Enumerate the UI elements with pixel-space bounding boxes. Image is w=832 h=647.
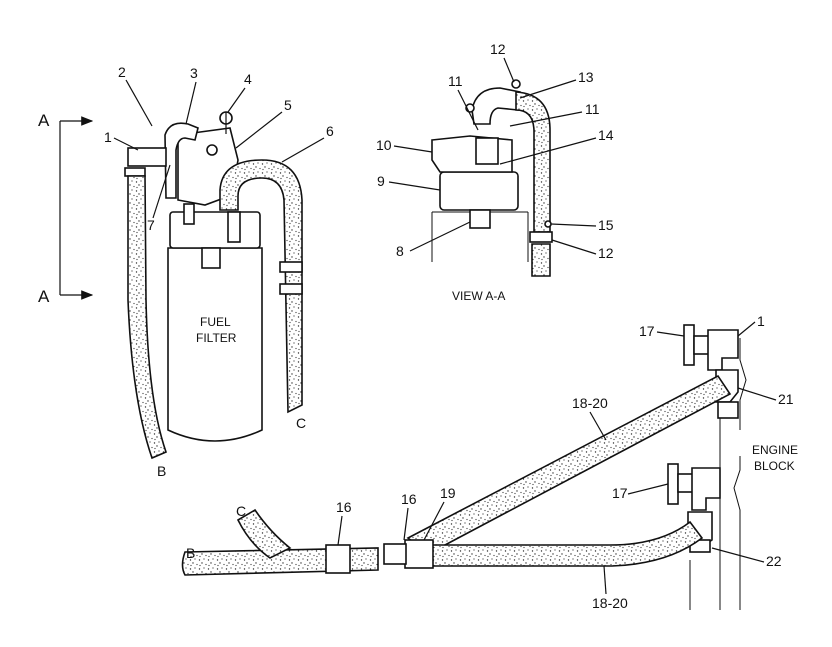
- section-caption: VIEW A-A: [452, 289, 505, 303]
- connector-19: [404, 539, 434, 569]
- callout-1: 1: [104, 129, 112, 145]
- hose-routing-view: ENGINE BLOCK B C: [181, 324, 798, 610]
- view-marker-top: A: [38, 111, 94, 130]
- callout-14: 14: [598, 127, 614, 143]
- engine-block-edge: [733, 338, 747, 610]
- filter-drain-plug: [201, 247, 221, 269]
- callout-17-lower: 17: [612, 485, 628, 501]
- fuel-filter-assembly: FUEL FILTER B C: [124, 111, 306, 479]
- filter-bowl-9: [439, 171, 519, 211]
- drain-fitting-8: [469, 209, 491, 229]
- callout-6: 6: [326, 123, 334, 139]
- callout-8: 8: [396, 243, 404, 259]
- section-callouts: 12 13 11 11 10 14 9 8 15 12: [376, 41, 614, 261]
- bottom-callouts: 17 1 21 18-20 17 22 16 19 16 18-20: [336, 313, 794, 611]
- callout-16-right: 16: [401, 491, 417, 507]
- fitting-14: [475, 137, 499, 165]
- view-marker-bottom-letter: A: [38, 287, 50, 306]
- filter-head-10: [431, 135, 513, 173]
- callout-17-upper: 17: [639, 323, 655, 339]
- hose-end-b-bottom: B: [186, 545, 195, 561]
- valve-body-upper: [707, 329, 739, 371]
- hose-end-section: [531, 243, 551, 277]
- callout-19: 19: [440, 485, 456, 501]
- callout-1-bottom: 1: [757, 313, 765, 329]
- head-fitting-left: [183, 203, 195, 225]
- valve-body-lower: [691, 467, 721, 511]
- tee-nut-21: [717, 401, 739, 419]
- shutoff-valve-1: [127, 147, 167, 167]
- hose-end-b: B: [157, 463, 166, 479]
- left-callouts: 1 2 3 4 5 6 7: [104, 64, 334, 233]
- fuel-filter-label-2: FILTER: [196, 331, 237, 345]
- elbow-13: [471, 87, 521, 125]
- hose-c: [219, 159, 303, 414]
- callout-16-left: 16: [336, 499, 352, 515]
- clamp-16-right: [383, 543, 407, 565]
- hose-18-20-lower: [421, 520, 704, 567]
- callout-12-top: 12: [490, 41, 506, 57]
- callout-10: 10: [376, 137, 392, 153]
- fuel-filter-canister: [167, 247, 263, 442]
- head-fitting-right: [227, 211, 241, 243]
- callout-21: 21: [778, 391, 794, 407]
- hose-end-c-bottom: C: [236, 503, 246, 519]
- callout-11-right: 11: [585, 101, 600, 117]
- callout-18-20-upper: 18-20: [572, 395, 608, 411]
- elbow-fitting-3: [164, 122, 199, 199]
- fuel-filter-label-1: FUEL: [200, 315, 231, 329]
- callout-22: 22: [766, 553, 782, 569]
- callout-18-20-lower: 18-20: [592, 595, 628, 611]
- hose-clamp-upper: [279, 261, 303, 273]
- view-marker-top-letter: A: [38, 111, 50, 130]
- callout-11-left: 11: [448, 73, 463, 89]
- valve-handle-17-upper: [683, 324, 695, 366]
- callout-9: 9: [377, 173, 385, 189]
- screw-15: [544, 220, 552, 228]
- hose-b: [127, 175, 167, 460]
- valve-clamp: [124, 167, 146, 177]
- callout-3: 3: [190, 65, 198, 81]
- hose-end-c: C: [296, 415, 306, 431]
- callout-2: 2: [118, 64, 126, 80]
- engine-block-label-1: ENGINE: [752, 443, 798, 457]
- clamp-12: [529, 231, 553, 243]
- view-marker-bottom: A: [38, 287, 94, 306]
- callout-12-bottom: 12: [598, 245, 614, 261]
- valve-handle-17-lower: [667, 463, 679, 505]
- bracket-hole: [206, 144, 218, 156]
- section-view-a-a: VIEW A-A: [431, 79, 553, 303]
- callout-5: 5: [284, 97, 292, 113]
- callout-7: 7: [147, 217, 155, 233]
- hose-section: [515, 91, 551, 233]
- hose-clamp-lower: [279, 283, 303, 295]
- clamp-16-left: [325, 544, 351, 574]
- hose-c-bottom: [236, 508, 292, 559]
- engine-block-label-2: BLOCK: [754, 459, 795, 473]
- callout-15: 15: [598, 217, 614, 233]
- callout-4: 4: [244, 71, 252, 87]
- callout-13: 13: [578, 69, 594, 85]
